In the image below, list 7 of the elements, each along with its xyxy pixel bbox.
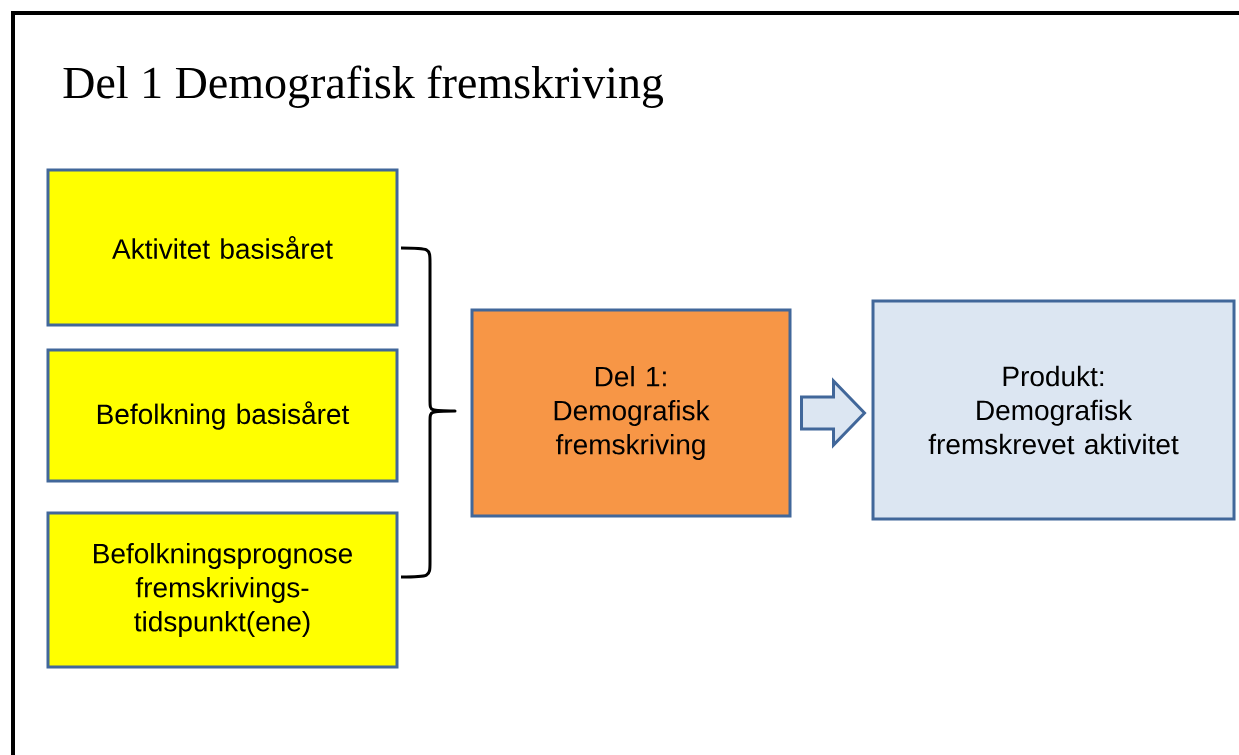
- block-arrow: [800, 377, 867, 449]
- result-box: Produkt: Demografisk fremskrevet aktivitet: [871, 299, 1236, 521]
- title: Del 1 Demografisk fremskriving: [63, 65, 664, 108]
- input-box: Aktivitet basisåret: [46, 168, 399, 327]
- input-box: Befolkning basisåret: [46, 348, 399, 483]
- process-box: Del 1: Demografisk fremskriving: [470, 308, 792, 518]
- input-box: Befolkningsprognose fremskrivings-tidspunkt(ene): [46, 511, 399, 669]
